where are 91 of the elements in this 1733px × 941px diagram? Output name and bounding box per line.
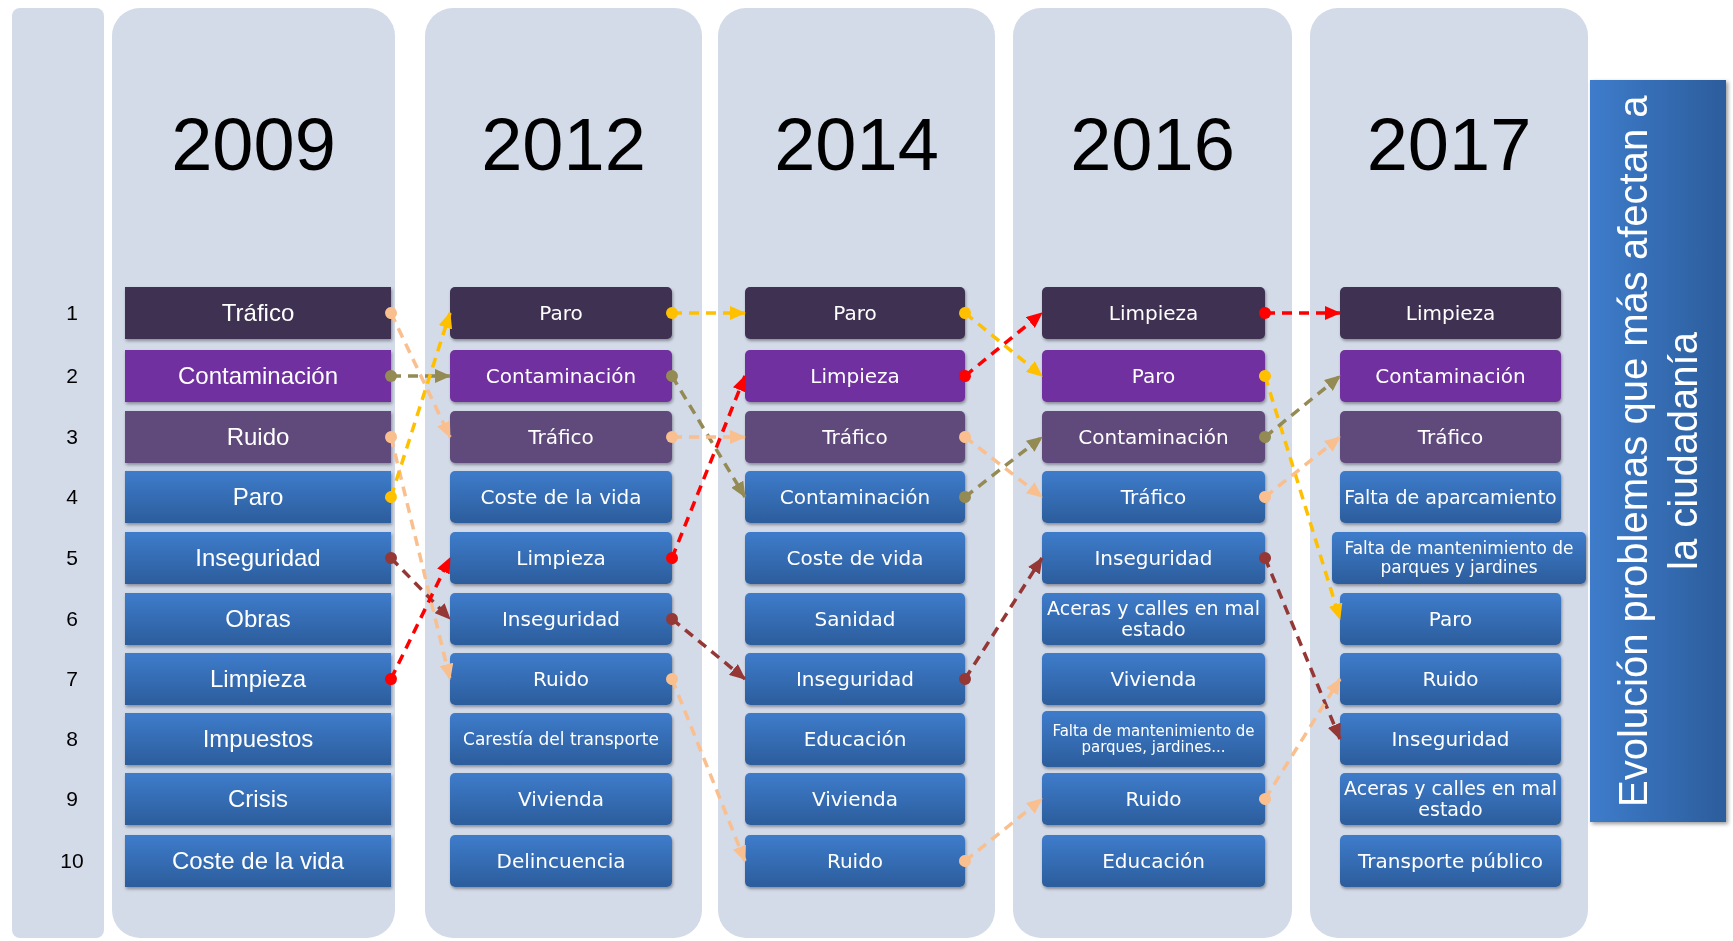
dashed-arrow [385, 312, 453, 503]
ranked-item: Inseguridad [450, 593, 672, 645]
rank-number: 2 [65, 364, 79, 388]
ranked-item: Inseguridad [1042, 532, 1265, 584]
dashed-arrow [385, 369, 451, 383]
ranked-item: Coste de la vida [450, 471, 672, 523]
year-column [425, 8, 702, 938]
dashed-arrow [666, 306, 746, 320]
dashed-arrow [666, 375, 747, 564]
ranked-item: Inseguridad [745, 653, 965, 705]
ranked-item: Limpieza [745, 350, 965, 402]
year-heading: 2009 [170, 108, 337, 182]
year-column [1310, 8, 1588, 938]
dashed-arrow [1259, 552, 1342, 740]
ranked-item: Falta de mantenimiento de parques y jardines [1332, 532, 1586, 584]
ranked-item: Tráfico [1042, 471, 1265, 523]
dashed-arrow [385, 431, 454, 680]
rank-number: 8 [65, 727, 79, 751]
ranked-item: Ruido [125, 411, 391, 463]
rank-number: 10 [59, 849, 85, 873]
ranked-item: Limpieza [1340, 287, 1561, 339]
ranked-item: Tráfico [745, 411, 965, 463]
ranked-item: Contaminación [125, 350, 391, 402]
ranked-item: Obras [125, 593, 391, 645]
ranked-item: Falta de mantenimiento de parques, jardines... [1042, 711, 1265, 767]
dashed-arrow [385, 557, 452, 685]
ranked-item: Aceras y calles en mal estado [1042, 593, 1265, 645]
dashed-arrow [666, 430, 746, 444]
ranked-item: Inseguridad [125, 532, 391, 584]
ranked-item: Ruido [1042, 773, 1265, 825]
dashed-arrow [666, 370, 747, 498]
ranked-item: Vivienda [745, 773, 965, 825]
year-column [112, 8, 395, 938]
ranked-item: Delincuencia [450, 835, 672, 887]
ranked-item: Coste de la vida [125, 835, 391, 887]
ranked-item: Falta de aparcamiento [1340, 471, 1561, 523]
ranked-item: Contaminación [1042, 411, 1265, 463]
ranked-item: Contaminación [745, 471, 965, 523]
rank-number: 9 [65, 787, 79, 811]
ranked-item: Ruido [450, 653, 672, 705]
year-column [718, 8, 995, 938]
dashed-arrow [1259, 678, 1342, 805]
dashed-arrow [1259, 374, 1342, 443]
ranked-item: Educación [745, 713, 965, 765]
ranked-item: Transporte público [1340, 835, 1561, 887]
dashed-arrow [385, 552, 452, 621]
title-text: Evolución problemas que más afectan a la ciudadanía [1610, 94, 1706, 809]
year-heading: 2012 [480, 108, 647, 182]
ranked-item: Paro [745, 287, 965, 339]
ranked-item: Paro [1042, 350, 1265, 402]
ranked-item: Tráfico [1340, 411, 1561, 463]
dashed-arrow [1259, 370, 1343, 620]
dashed-arrow [385, 307, 452, 438]
ranked-item: Vivienda [1042, 653, 1265, 705]
dashed-arrow [666, 673, 747, 862]
rank-number: 1 [65, 301, 79, 325]
ranked-item: Crisis [125, 773, 391, 825]
ranked-item: Carestía del transporte [450, 713, 672, 765]
ranked-item: Aceras y calles en mal estado [1340, 773, 1561, 825]
ranked-item: Sanidad [745, 593, 965, 645]
ranked-item: Impuestos [125, 713, 391, 765]
ranked-item: Coste de vida [745, 532, 965, 584]
dashed-arrow [1259, 306, 1341, 320]
year-heading: 2016 [1069, 108, 1236, 182]
dashed-arrow [959, 557, 1044, 685]
ranked-item: Paro [1340, 593, 1561, 645]
rank-number: 3 [65, 425, 79, 449]
year-heading: 2014 [773, 108, 940, 182]
rank-number: 4 [65, 485, 79, 509]
year-column [1013, 8, 1292, 938]
ranked-item: Paro [125, 471, 391, 523]
ranked-item: Educación [1042, 835, 1265, 887]
year-heading: 2017 [1365, 108, 1533, 182]
ranked-item: Limpieza [450, 532, 672, 584]
ranked-item: Limpieza [125, 653, 391, 705]
ranked-item: Tráfico [450, 411, 672, 463]
ranked-item: Inseguridad [1340, 713, 1561, 765]
ranked-item: Ruido [1340, 653, 1561, 705]
ranked-item: Contaminación [1340, 350, 1561, 402]
ranked-item: Ruido [745, 835, 965, 887]
ranked-item: Paro [450, 287, 672, 339]
ranked-item: Contaminación [450, 350, 672, 402]
rank-number: 5 [65, 546, 79, 570]
ranked-item: Tráfico [125, 287, 391, 339]
dashed-arrow [666, 613, 747, 681]
dashed-arrow [959, 797, 1044, 867]
dashed-arrow [1259, 435, 1342, 503]
ranked-item: Limpieza [1042, 287, 1265, 339]
rank-number: 7 [65, 667, 79, 691]
ranked-item: Vivienda [450, 773, 672, 825]
rank-number: 6 [65, 607, 79, 631]
